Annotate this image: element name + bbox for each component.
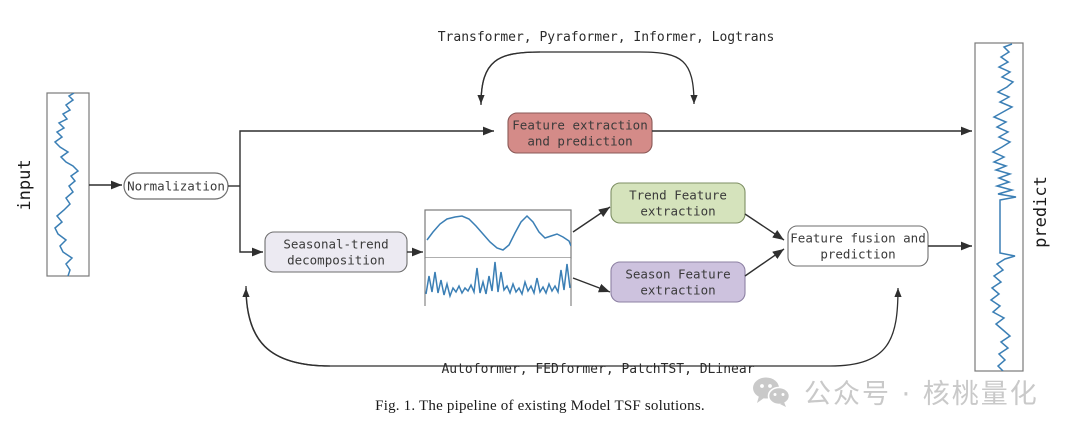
edge-trend-to-fusion bbox=[744, 213, 785, 241]
watermark-text: 公众号 · 核桃量化 bbox=[804, 379, 1039, 410]
input-plot bbox=[46, 92, 90, 277]
node-trend-feature-line1: Trend Feature bbox=[629, 188, 727, 203]
node-decomposition-line1: Seasonal-trend bbox=[283, 237, 388, 252]
watermark: 公众号 · 核桃量化 bbox=[752, 372, 1039, 411]
annotation-arc-bottom bbox=[242, 285, 902, 367]
node-normalization[interactable]: Normalization bbox=[123, 172, 229, 200]
edge-season-to-fusion bbox=[744, 248, 785, 277]
edge-plot-to-trend bbox=[572, 206, 611, 233]
figure-caption: Fig. 1. The pipeline of existing Model T… bbox=[375, 398, 705, 414]
predict-axis-label: predict bbox=[1031, 176, 1051, 248]
node-decomposition[interactable]: Seasonal-trend decomposition bbox=[264, 231, 408, 273]
node-normalization-label: Normalization bbox=[127, 179, 225, 194]
node-season-feature-line1: Season Feature bbox=[625, 267, 730, 282]
node-decomposition-line2: decomposition bbox=[287, 253, 385, 268]
node-feature-extraction-line1: Feature extraction bbox=[512, 118, 647, 133]
label-top-models: Transformer, Pyraformer, Informer, Logtr… bbox=[438, 30, 775, 45]
predict-plot bbox=[974, 42, 1024, 372]
wechat-icon bbox=[753, 377, 791, 407]
season-series-plot bbox=[424, 258, 572, 306]
annotation-arc-top bbox=[477, 51, 698, 106]
node-season-feature[interactable]: Season Feature extraction bbox=[610, 261, 746, 303]
node-feature-fusion[interactable]: Feature fusion and prediction bbox=[787, 225, 929, 267]
edge-normalization-split bbox=[228, 126, 494, 257]
node-feature-extraction-line2: and prediction bbox=[527, 134, 632, 149]
node-trend-feature-line2: extraction bbox=[640, 204, 715, 219]
node-feature-fusion-line1: Feature fusion and bbox=[790, 231, 925, 246]
node-season-feature-line2: extraction bbox=[640, 283, 715, 298]
input-axis-label: input bbox=[15, 159, 35, 210]
node-feature-extraction[interactable]: Feature extraction and prediction bbox=[507, 112, 653, 154]
label-bottom-models: Autoformer, FEDformer, PatchTST, DLinear bbox=[441, 362, 754, 377]
node-trend-feature[interactable]: Trend Feature extraction bbox=[610, 182, 746, 224]
node-feature-fusion-line2: prediction bbox=[820, 247, 895, 262]
trend-series-plot bbox=[424, 209, 572, 259]
edge-plot-to-season bbox=[572, 277, 611, 293]
